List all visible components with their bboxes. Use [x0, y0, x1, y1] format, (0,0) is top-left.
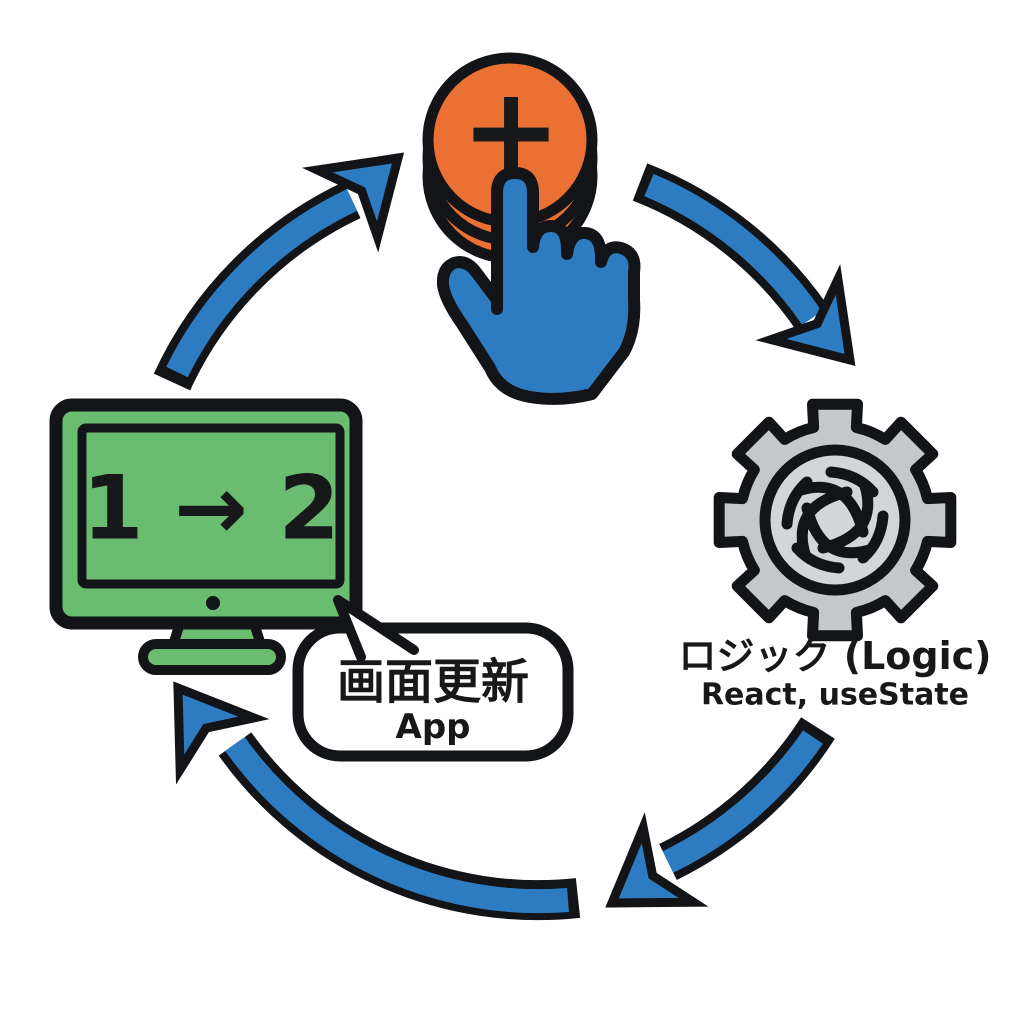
speech-bubble-tail — [333, 595, 419, 662]
arrowhead-icon — [173, 681, 270, 785]
screen-counter-text: 1 → 2 — [82, 457, 339, 560]
arrow-bottom-right — [605, 717, 835, 908]
monitor-screen — [77, 423, 345, 589]
arrowhead-icon — [605, 812, 709, 908]
arrow-bottom-left — [173, 681, 581, 921]
monitor-icon: 1 → 2 — [49, 398, 363, 675]
arrowhead-icon — [301, 152, 405, 253]
speech-bubble: 画面更新 App — [292, 595, 574, 762]
logic-label: ロジック (Logic) — [678, 634, 991, 678]
arrow-top-right — [632, 163, 856, 367]
monitor-power-dot-icon — [206, 596, 220, 610]
monitor-stand-base — [138, 639, 286, 675]
bubble-title: 画面更新 — [337, 654, 529, 710]
hand-pointer-icon — [436, 167, 641, 405]
arrowhead-icon — [755, 263, 856, 367]
bubble-subtitle: App — [396, 707, 471, 747]
arrow-top-left — [153, 152, 405, 391]
logic-sublabel: React, useState — [701, 678, 969, 713]
speech-bubble-body — [292, 622, 574, 762]
gear-icon — [713, 398, 957, 642]
gear-knot-icon — [781, 466, 889, 574]
